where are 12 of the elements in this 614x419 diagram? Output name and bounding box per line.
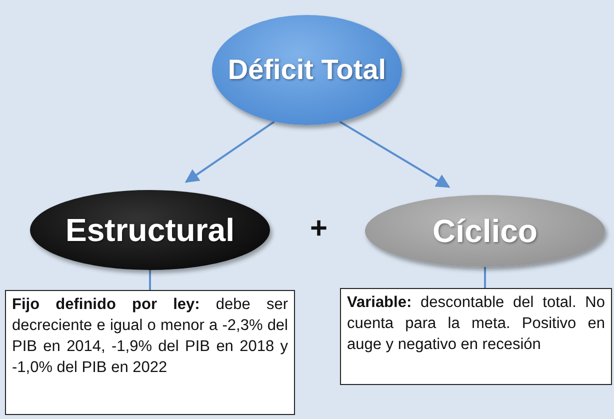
ellipse-label: Estructural (66, 210, 234, 250)
connector-line (484, 267, 486, 288)
description-text: Variable: descontable del total. No cuenta para la meta. Positivo en auge y negativo en recesión (347, 293, 605, 355)
plus-sign: + (310, 212, 328, 246)
ellipse-label: Cíclico (432, 212, 538, 250)
description-text: Fijo definido por ley: debe ser decreciente e igual o menor a -2,3% del PIB en 2014, -1,9% del PIB en 2018 y -1,0% del PIB en 2022 (12, 295, 288, 378)
ellipse-label: Déficit Total (228, 53, 386, 87)
connector-line (149, 270, 151, 290)
arrow (184, 120, 275, 183)
arrow (339, 120, 450, 188)
description-box (5, 290, 295, 415)
description-box (340, 288, 612, 385)
